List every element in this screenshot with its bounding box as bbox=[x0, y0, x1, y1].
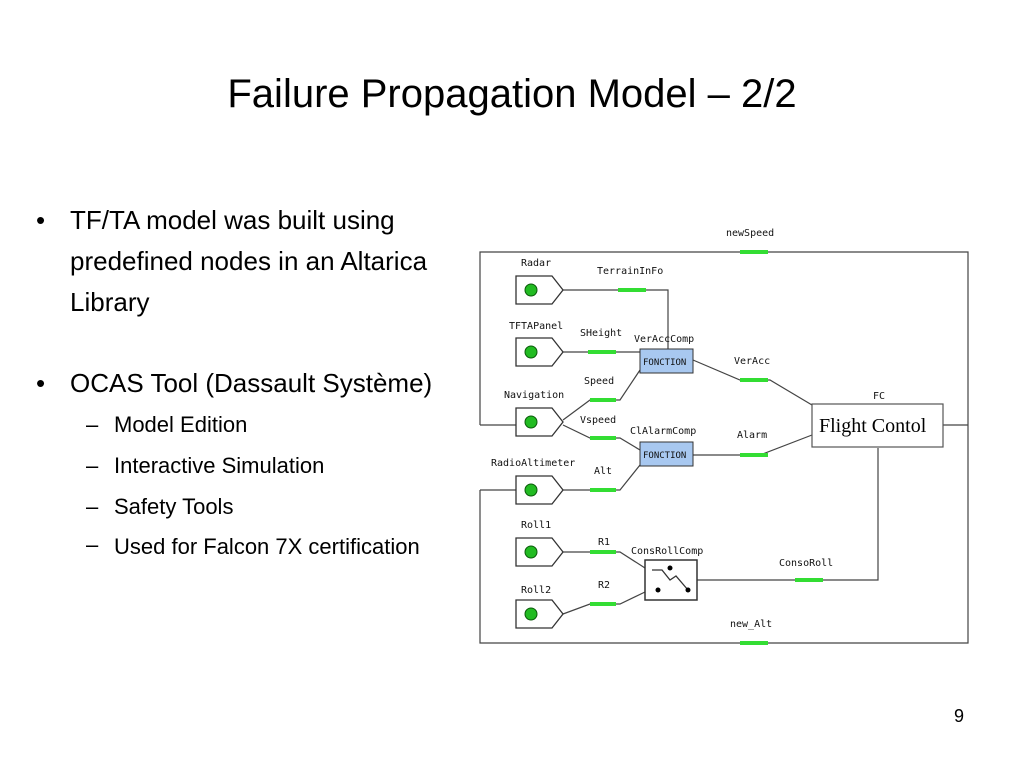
label-new-alt: new_Alt bbox=[730, 619, 772, 630]
label-vspeed: Vspeed bbox=[580, 415, 616, 426]
source-node-roll1 bbox=[515, 537, 564, 567]
veracccomp-function-box bbox=[639, 348, 694, 374]
clalarmcomp-function-box bbox=[639, 441, 694, 467]
label-function-alarm: FONCTION bbox=[643, 451, 686, 461]
flow-markers bbox=[588, 250, 823, 645]
status-dot bbox=[524, 415, 538, 429]
label-roll1: Roll1 bbox=[521, 520, 551, 531]
label-radar: Radar bbox=[521, 258, 551, 269]
label-clalarmcomp: ClAlarmComp bbox=[630, 426, 696, 437]
bullet-list: • TF/TA model was built using predefined… bbox=[36, 200, 476, 565]
source-node-radar bbox=[515, 275, 564, 305]
sub-bullet-item: – Used for Falcon 7X certification bbox=[36, 527, 476, 565]
sub-bullet-dash: – bbox=[86, 453, 99, 478]
label-flight-control: Flight Contol bbox=[819, 415, 927, 437]
bullet-item: • TF/TA model was built using predefined… bbox=[36, 200, 476, 323]
label-radioaltimeter: RadioAltimeter bbox=[491, 458, 575, 469]
label-fc: FC bbox=[873, 391, 885, 402]
label-navigation: Navigation bbox=[504, 390, 564, 401]
label-tftapanel: TFTAPanel bbox=[509, 321, 563, 332]
sub-bullet-text: Model Edition bbox=[114, 412, 248, 437]
source-node-navigation bbox=[515, 407, 564, 437]
newspeed-connector bbox=[479, 251, 969, 425]
consrollcomp-switch-box bbox=[644, 559, 698, 601]
label-function-veracc: FONCTION bbox=[643, 358, 686, 368]
page-number: 9 bbox=[953, 706, 964, 726]
source-node-radioaltimeter bbox=[515, 475, 564, 505]
label-r1: R1 bbox=[598, 537, 610, 548]
flight-control-box bbox=[811, 403, 944, 448]
label-roll2: Roll2 bbox=[521, 585, 551, 596]
status-dot bbox=[524, 345, 538, 359]
label-consrollcomp: ConsRollComp bbox=[631, 546, 703, 557]
bullet-text: TF/TA model was built using predefined n… bbox=[70, 205, 428, 317]
bullet-text: OCAS Tool (Dassault Système) bbox=[70, 368, 433, 398]
slide-title: Failure Propagation Model – 2/2 bbox=[227, 72, 797, 116]
sub-bullet-text: Used for Falcon 7X certification bbox=[114, 534, 420, 559]
label-veracccomp: VerAccComp bbox=[634, 334, 694, 345]
sub-bullet-item: – Safety Tools bbox=[36, 486, 476, 527]
label-veracc: VerAcc bbox=[734, 356, 770, 367]
label-consoroll: ConsoRoll bbox=[779, 558, 833, 569]
label-alt: Alt bbox=[594, 466, 612, 477]
sub-bullet-dash: – bbox=[86, 494, 99, 519]
sub-bullet-item: – Model Edition bbox=[36, 404, 476, 445]
sub-bullet-dash: – bbox=[86, 412, 99, 437]
sub-bullet-dash: – bbox=[86, 532, 99, 557]
bullet-dot: • bbox=[36, 205, 46, 235]
source-node-tftapanel bbox=[515, 337, 564, 367]
label-speed: Speed bbox=[584, 376, 614, 387]
status-dot bbox=[524, 483, 538, 497]
label-alarm: Alarm bbox=[737, 430, 767, 441]
status-dot bbox=[524, 283, 538, 297]
bullet-dot: • bbox=[36, 368, 46, 398]
sub-bullet-item: – Interactive Simulation bbox=[36, 445, 476, 486]
status-dot bbox=[524, 545, 538, 559]
label-newspeed: newSpeed bbox=[726, 228, 774, 239]
source-node-roll2 bbox=[515, 599, 564, 629]
status-dot bbox=[524, 607, 538, 621]
bullet-item: • OCAS Tool (Dassault Système) bbox=[36, 363, 476, 404]
newalt-connector bbox=[479, 425, 969, 644]
label-sheight: SHeight bbox=[580, 328, 622, 339]
sub-bullet-text: Interactive Simulation bbox=[114, 453, 325, 478]
label-terraininfo: TerrainInFo bbox=[597, 266, 663, 277]
sub-bullet-text: Safety Tools bbox=[114, 494, 234, 519]
label-r2: R2 bbox=[598, 580, 610, 591]
